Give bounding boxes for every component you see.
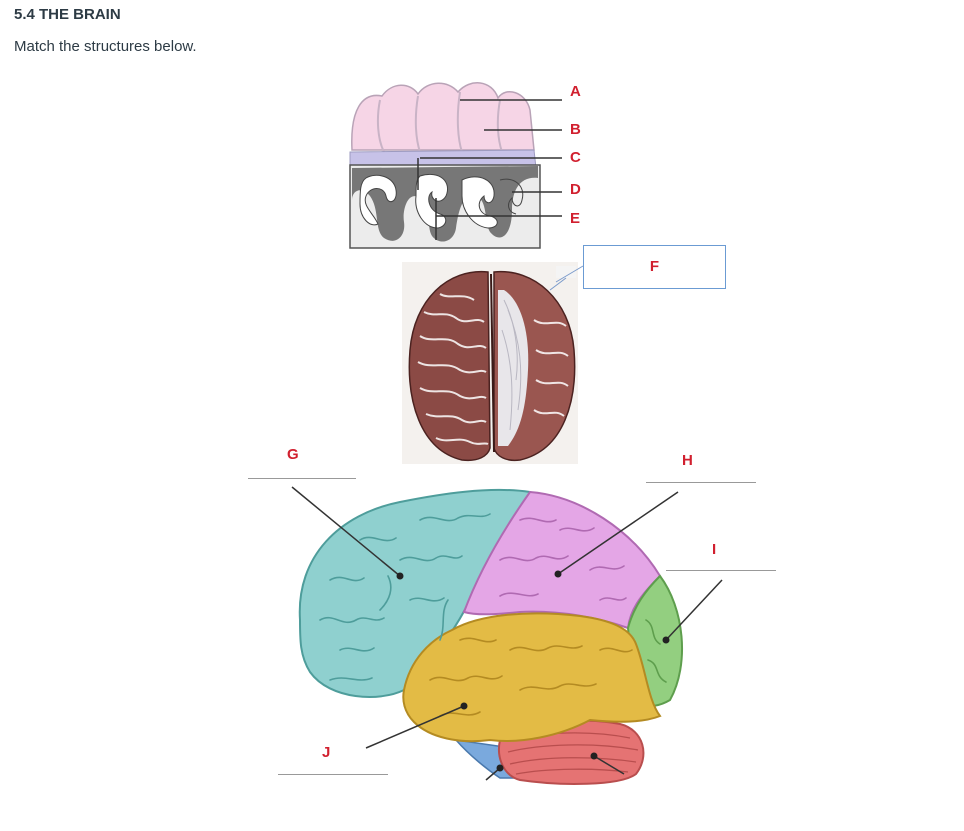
label-c: C — [570, 149, 581, 166]
superior-brain-diagram — [402, 262, 584, 464]
answer-line-g[interactable] — [248, 478, 356, 479]
cortex-section-diagram — [349, 82, 562, 249]
label-j: J — [322, 744, 331, 761]
answer-line-i[interactable] — [666, 570, 776, 571]
answer-box-f[interactable]: F — [583, 245, 726, 289]
label-f: F — [649, 258, 660, 275]
answer-line-h[interactable] — [646, 482, 756, 483]
label-h: H — [682, 452, 693, 469]
label-e: E — [570, 210, 581, 227]
answer-line-j[interactable] — [278, 774, 388, 775]
label-i: I — [712, 541, 717, 558]
lateral-brain-diagram — [291, 486, 723, 785]
page-title: 5.4 THE BRAIN — [14, 6, 121, 23]
label-b: B — [570, 121, 581, 138]
label-d: D — [570, 181, 581, 198]
label-a: A — [570, 83, 581, 100]
instructions-text: Match the structures below. — [14, 38, 197, 55]
label-g: G — [287, 446, 299, 463]
